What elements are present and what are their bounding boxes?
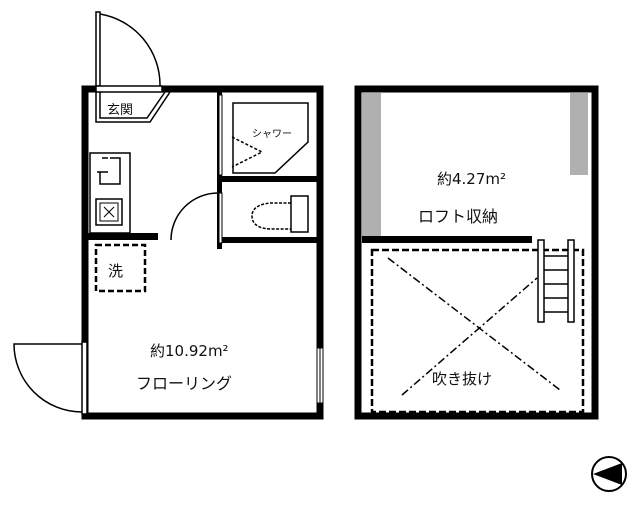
loft-area: 約4.27m² [437, 170, 506, 188]
loft-label: ロフト収納 [418, 207, 498, 226]
sink-icon [97, 157, 121, 185]
void-area [370, 248, 585, 414]
outer-wall [81, 85, 324, 420]
laundry-label: 洗 [108, 262, 123, 280]
toilet-door [170, 192, 219, 241]
ladder-icon [537, 239, 575, 323]
main-room-area: 約10.92m² [150, 342, 229, 360]
stove-icon [95, 198, 123, 226]
shower-tray [232, 102, 309, 174]
shower-door [231, 136, 264, 168]
loft-slope-left [362, 93, 381, 236]
compass-icon [591, 456, 627, 492]
toilet-icon [251, 195, 309, 233]
main-room-label: フローリング [136, 374, 232, 393]
entrance-door [95, 11, 161, 87]
loft-floor [354, 85, 599, 420]
void-label: 吹き抜け [432, 370, 492, 388]
loft-slope-right [570, 93, 588, 175]
entrance-step [95, 91, 171, 123]
ground-floor [13, 11, 324, 420]
entrance-label: 玄関 [107, 103, 133, 118]
balcony-door [13, 341, 88, 415]
void-cross [387, 257, 561, 396]
laundry-space [94, 243, 147, 293]
shower-label: シャワー [252, 129, 292, 140]
